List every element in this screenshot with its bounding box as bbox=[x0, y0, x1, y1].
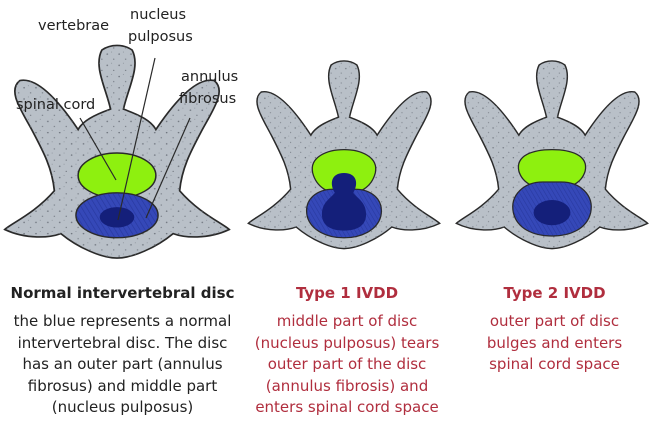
caption-type1-line: (nucleus pulposus) tears bbox=[247, 333, 447, 355]
caption-type1-line: enters spinal cord space bbox=[247, 397, 447, 419]
spinal-cord bbox=[78, 153, 156, 198]
label-annulus-line2: fibrosus bbox=[179, 90, 236, 109]
caption-normal-line: fibrosus) and middle part bbox=[0, 376, 245, 398]
caption-type1-line: outer part of the disc bbox=[247, 354, 447, 376]
label-nucleus-line1: nucleus bbox=[130, 6, 186, 25]
caption-normal-description: the blue represents a normal interverteb… bbox=[0, 311, 245, 419]
caption-normal-line: has an outer part (annulus bbox=[0, 354, 245, 376]
label-annulus-line1: annulus bbox=[181, 68, 238, 87]
type1-vertebra bbox=[248, 61, 439, 249]
caption-type2-line: spinal cord space bbox=[452, 354, 657, 376]
caption-normal-line: (nucleus pulposus) bbox=[0, 397, 245, 419]
caption-type1-description: middle part of disc (nucleus pulposus) t… bbox=[247, 311, 447, 419]
nucleus-pulposus bbox=[534, 200, 571, 225]
label-vertebrae: vertebrae bbox=[38, 17, 109, 36]
caption-normal: Normal intervertebral disc the blue repr… bbox=[0, 283, 245, 419]
nucleus-pulposus bbox=[100, 207, 135, 227]
caption-type2: Type 2 IVDD outer part of disc bulges an… bbox=[452, 283, 657, 376]
caption-type1-line: middle part of disc bbox=[247, 311, 447, 333]
caption-normal-line: the blue represents a normal bbox=[0, 311, 245, 333]
caption-type1-line: (annulus fibrosis) and bbox=[247, 376, 447, 398]
caption-type1-title: Type 1 IVDD bbox=[247, 283, 447, 303]
caption-type1: Type 1 IVDD middle part of disc (nucleus… bbox=[247, 283, 447, 419]
caption-type2-description: outer part of disc bulges and enters spi… bbox=[452, 311, 657, 376]
type2-vertebra bbox=[456, 61, 647, 249]
caption-type2-line: bulges and enters bbox=[452, 333, 657, 355]
caption-normal-line: intervertebral disc. The disc bbox=[0, 333, 245, 355]
caption-type2-line: outer part of disc bbox=[452, 311, 657, 333]
caption-type2-title: Type 2 IVDD bbox=[452, 283, 657, 303]
caption-normal-title: Normal intervertebral disc bbox=[0, 283, 245, 303]
label-spinal-cord: spinal cord bbox=[16, 96, 95, 115]
label-nucleus-line2: pulposus bbox=[128, 28, 193, 47]
